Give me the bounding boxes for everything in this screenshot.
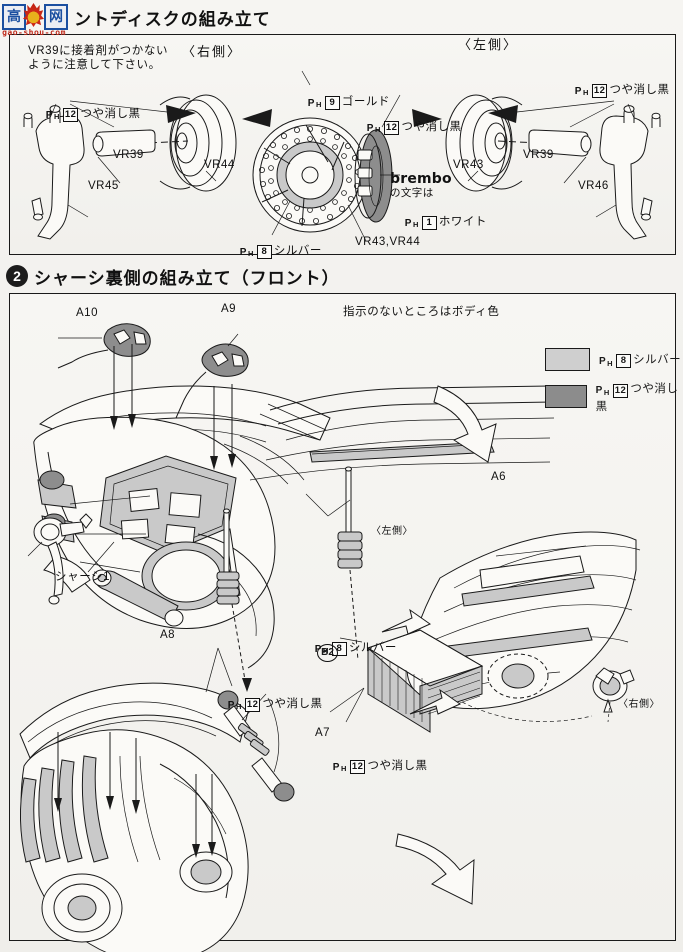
site-watermark-logo: 高 网 gao-shou-com [2,3,68,42]
part-label-a9: A9 [221,303,237,315]
watermark-char-1: 高 [2,4,26,30]
legend-swatch-matte-black [545,385,587,409]
part-label-vr46: VR46 [578,180,609,192]
section-2-number: 2 [6,265,28,287]
part-label-vr43: VR43 [453,159,484,171]
left-side-label-1: 〈左側〉 [458,37,519,52]
section-1-title: ントディスクの組み立て [74,9,271,29]
part-label-a7: A7 [315,727,331,739]
body-color-note: 指示のないところはボディ色 [343,306,500,318]
section-1-panel [9,34,676,255]
caution-line-2: ように注意して下さい。 [28,59,161,71]
brembo-logo-text: brembo [390,171,452,187]
watermark-char-3: 网 [44,4,68,30]
left-side-label-2: 〈左側〉 [371,526,413,537]
part-label-b2: B2 [317,642,338,662]
legend-swatch-silver [545,348,590,371]
section-1-diagram [23,70,661,242]
right-side-label-2: 〈右側〉 [618,699,660,710]
part-label-a8: A8 [160,629,176,641]
section-2-header: 2 シャーシ裏側の組み立て（フロント） [0,259,683,293]
right-side-label-1: 〈右側〉 [182,44,243,59]
section-2-title: シャーシ裏側の組み立て（フロント） [34,268,340,288]
part-label-chassis-1: シャーシ1 [55,571,111,583]
section-1-header: ントディスクの組み立て [0,0,683,34]
brembo-note-line1: の文字は [390,187,434,199]
watermark-url: gao-shou-com [2,28,66,37]
section-2-diagram [19,323,641,952]
caution-line-1: VR39に接着剤がつかない [28,45,169,57]
part-label-a10: A10 [76,307,98,319]
part-label-a6: A6 [491,471,507,483]
part-label-vr43-vr44: VR43,VR44 [355,236,421,248]
flame-icon [23,3,44,27]
part-label-vr39-left: VR39 [113,149,144,161]
part-label-vr44: VR44 [204,159,235,171]
part-label-vr45: VR45 [88,180,119,192]
part-label-vr39-right: VR39 [523,149,554,161]
